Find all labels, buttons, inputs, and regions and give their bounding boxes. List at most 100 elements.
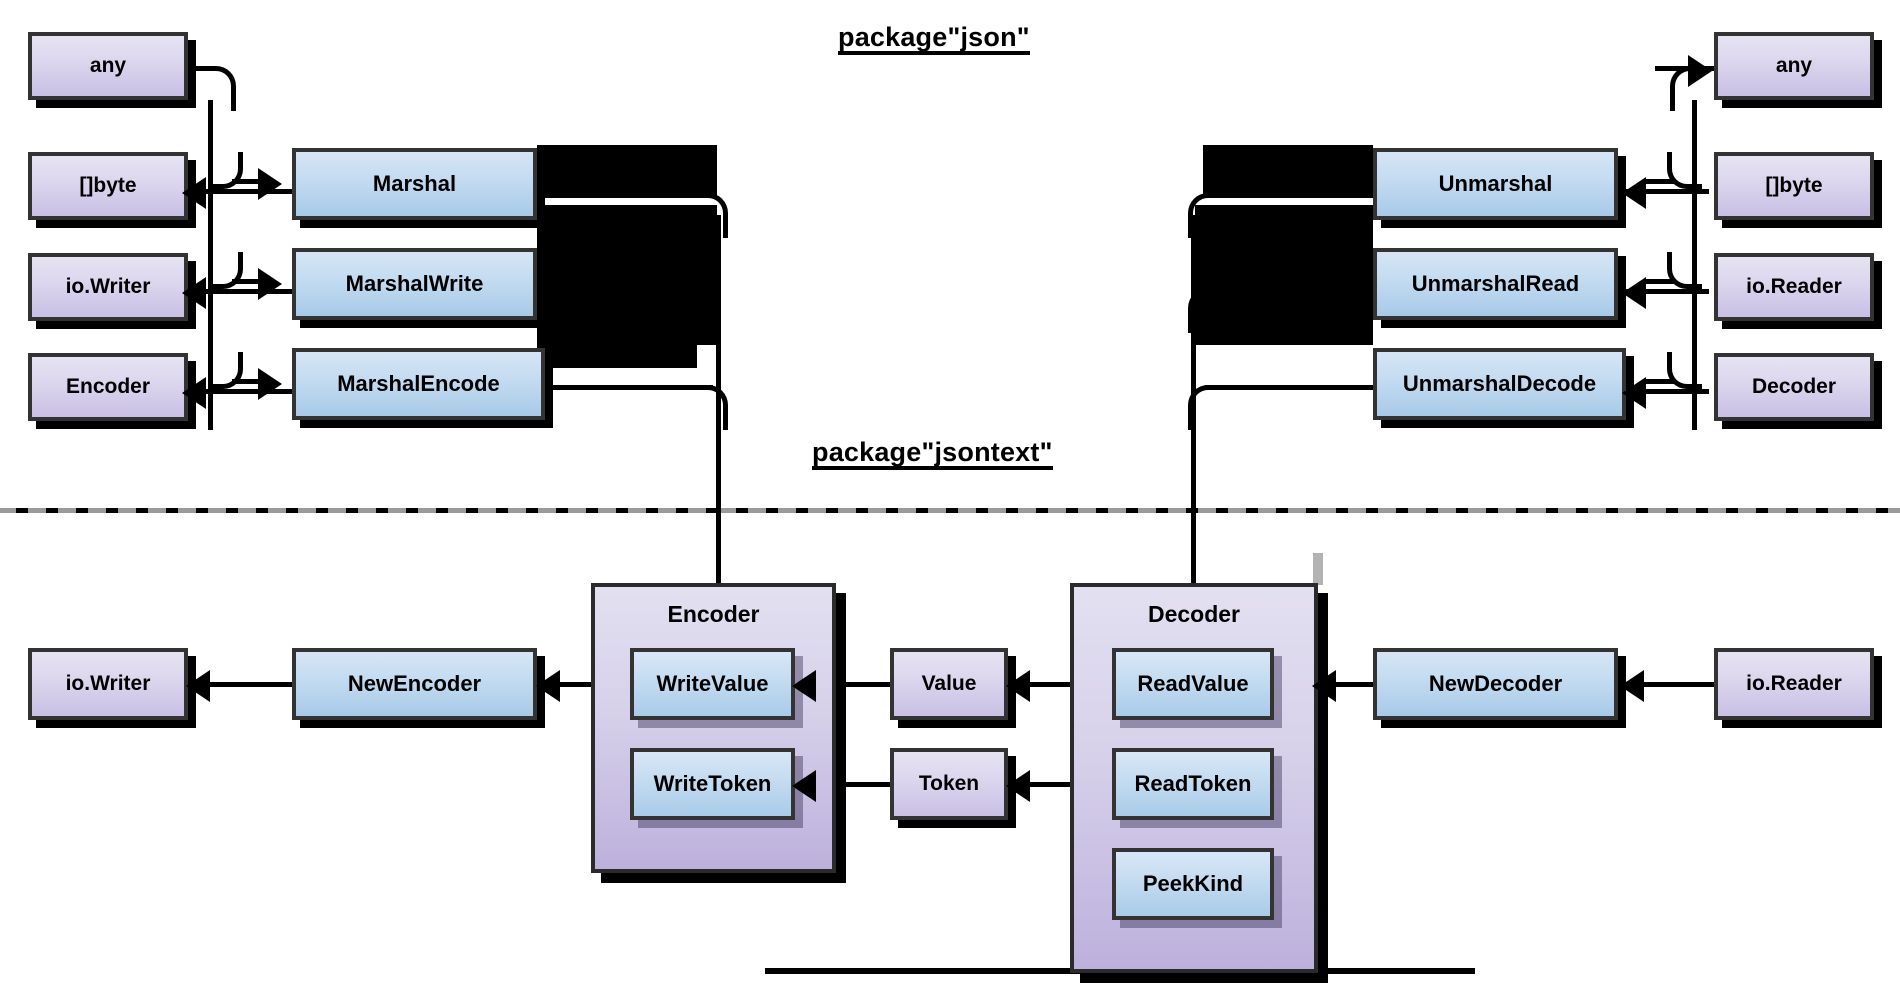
type-box-encoder-left[interactable]: Encoder [28, 353, 188, 421]
render-artifact-tick [1313, 553, 1323, 585]
decoder-container-title: Decoder [1147, 601, 1241, 627]
arrowhead-to-token [1006, 770, 1030, 802]
connector-marshalencode-out [533, 385, 713, 390]
connector-encoder-to-newencoder [556, 682, 601, 687]
type-box-ioreader-bottom[interactable]: io.Reader [1714, 648, 1874, 720]
type-box-iowriter-bottom[interactable]: io.Writer [28, 648, 188, 720]
encoder-container[interactable]: Encoder [591, 583, 836, 873]
render-artifact [1203, 145, 1373, 198]
arrowhead-to-writetoken [792, 770, 816, 802]
connector-marshal-out [533, 193, 713, 198]
func-box-unmarshaldecode[interactable]: UnmarshalDecode [1373, 348, 1626, 420]
package-jsontext-keyword: package [812, 437, 922, 470]
method-box-readtoken[interactable]: ReadToken [1112, 748, 1274, 820]
connector-readtoken-to-token [1003, 782, 1108, 787]
connector-any-in [1655, 66, 1717, 71]
package-json-caption: package "json" [838, 22, 1031, 55]
type-box-ioreader-right[interactable]: io.Reader [1714, 253, 1874, 321]
connector-down-to-decoder [1191, 215, 1196, 585]
func-box-newdecoder[interactable]: NewDecoder [1373, 648, 1618, 720]
connector-marshalencode-return [196, 389, 296, 394]
connector-marshal-return [196, 189, 296, 194]
package-json-name: "json" [947, 22, 1031, 55]
connector-unmarshalread-in [1614, 289, 1709, 294]
arrowhead-to-value [1006, 670, 1030, 702]
connector-elbow [1667, 152, 1702, 189]
arrowhead-to-newdecoder [1620, 670, 1644, 702]
arrowhead-to-bytes [182, 177, 206, 209]
method-box-writetoken[interactable]: WriteToken [630, 748, 795, 820]
connector-unmarshal-out [1205, 193, 1380, 198]
func-box-newencoder[interactable]: NewEncoder [292, 648, 537, 720]
connector-elbow [208, 252, 243, 289]
type-box-decoder-right[interactable]: Decoder [1714, 353, 1874, 421]
type-box-value[interactable]: Value [890, 648, 1008, 720]
package-json-keyword: package [838, 22, 948, 55]
method-box-writevalue[interactable]: WriteValue [630, 648, 795, 720]
package-divider [0, 508, 1900, 513]
func-box-unmarshalread[interactable]: UnmarshalRead [1373, 248, 1618, 320]
type-box-iowriter-left[interactable]: io.Writer [28, 253, 188, 321]
connector-elbow [205, 66, 236, 111]
connector-any-out [188, 66, 213, 71]
arrowhead-to-iowriter-bottom [186, 670, 210, 702]
connector-elbow [695, 385, 728, 430]
connector-ioreader-to-newdecoder [1640, 682, 1720, 687]
type-box-bytes-left[interactable]: []byte [28, 152, 188, 220]
render-artifact [537, 340, 697, 368]
arrowhead-to-marshal [258, 168, 282, 200]
arrowhead-to-newencoder [536, 670, 560, 702]
func-box-marshalwrite[interactable]: MarshalWrite [292, 248, 537, 320]
connector-from-decoder [1645, 379, 1675, 384]
package-jsontext-name: "jsontext" [921, 437, 1053, 470]
method-box-readvalue[interactable]: ReadValue [1112, 648, 1274, 720]
connector-readvalue-to-value [1003, 682, 1108, 687]
type-box-token[interactable]: Token [890, 748, 1008, 820]
render-artifact [537, 145, 717, 198]
connector-from-bytes [1645, 179, 1675, 184]
arrowhead-to-writevalue [792, 670, 816, 702]
arrowhead-to-unmarshal [1622, 177, 1646, 209]
func-box-marshalencode[interactable]: MarshalEncode [292, 348, 545, 420]
connector-unmarshaldecode-in [1614, 389, 1709, 394]
method-box-peekkind[interactable]: PeekKind [1112, 848, 1274, 920]
type-box-any-left[interactable]: any [28, 32, 188, 100]
arrowhead-to-decoder-container [1312, 670, 1336, 702]
connector-elbow [1188, 288, 1221, 333]
func-box-unmarshal[interactable]: Unmarshal [1373, 148, 1618, 220]
connector-down-to-encoder [716, 215, 721, 585]
type-box-any-right[interactable]: any [1714, 32, 1874, 100]
connector-unmarshaldecode-out [1205, 385, 1380, 390]
connector-marshalwrite-out [533, 288, 705, 293]
connector-elbow [208, 152, 243, 189]
connector-token-to-writetoken [808, 782, 896, 787]
connector-to-marshalwrite [232, 279, 262, 284]
func-box-marshal[interactable]: Marshal [292, 148, 537, 220]
connector-newencoder-to-iowriter [208, 682, 298, 687]
connector-to-marshalencode [232, 379, 262, 384]
connector-elbow [695, 193, 728, 238]
connector-elbow [1188, 385, 1221, 430]
arrowhead-to-any-right [1688, 55, 1712, 87]
connector-elbow [208, 352, 243, 389]
connector-to-marshal [232, 179, 262, 184]
arrowhead-to-encoder [182, 377, 206, 409]
type-box-bytes-right[interactable]: []byte [1714, 152, 1874, 220]
arrowhead-to-unmarshalread [1622, 277, 1646, 309]
arrowhead-to-marshalwrite [258, 268, 282, 300]
package-jsontext-caption: package "jsontext" [812, 437, 1053, 470]
connector-elbow [1667, 352, 1702, 389]
connector-elbow [1667, 252, 1702, 289]
arrowhead-to-unmarshaldecode [1622, 377, 1646, 409]
encoder-container-title: Encoder [667, 601, 760, 627]
connector-unmarshal-in [1614, 189, 1709, 194]
connector-from-ioreader [1645, 279, 1675, 284]
connector-unmarshalread-out [1205, 288, 1380, 293]
connector-newdecoder-to-decoder [1330, 682, 1380, 687]
arrowhead-to-iowriter [182, 277, 206, 309]
connector-marshalwrite-return [196, 289, 296, 294]
connector-value-to-writevalue [808, 682, 896, 687]
arrowhead-to-marshalencode [258, 368, 282, 400]
connector-elbow [1188, 193, 1221, 238]
